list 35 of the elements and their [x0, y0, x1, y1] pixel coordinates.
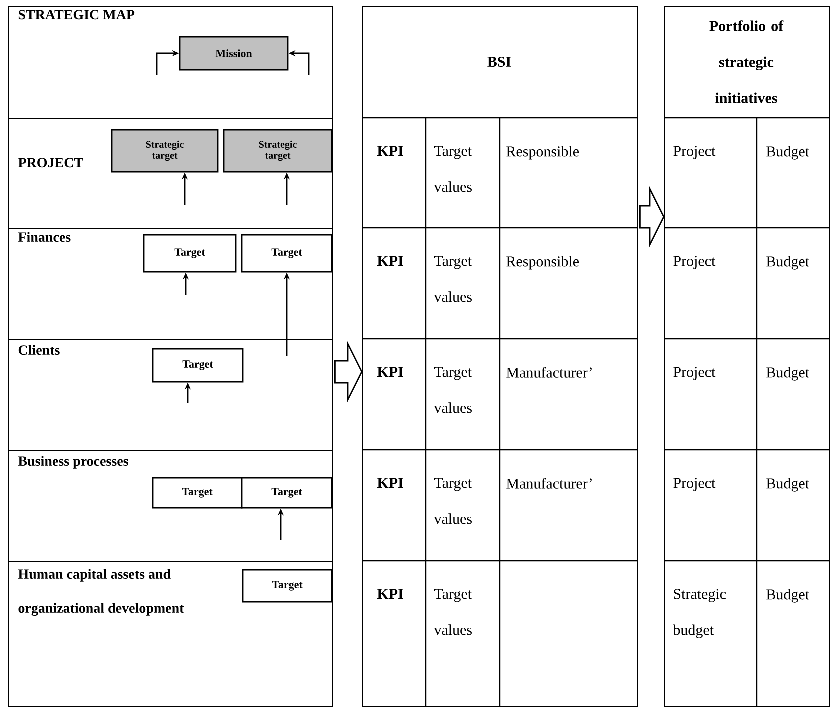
cell-text: Project — [674, 367, 716, 380]
cell-text: Budget — [766, 146, 810, 160]
target-box: Target — [242, 569, 333, 603]
block-arrow — [334, 341, 363, 403]
target-box: Target — [143, 234, 237, 273]
cell-text: KPI — [377, 478, 404, 488]
target-box: Target — [241, 477, 333, 509]
cell-text: Budget — [766, 367, 810, 381]
cell-text: KPI — [377, 367, 404, 378]
cell-text: Target values — [434, 589, 472, 636]
cell-text: Target values — [434, 367, 472, 414]
cell-text: Budget — [766, 478, 810, 492]
cell-text: Responsible — [506, 256, 579, 270]
cell-text: Target values — [434, 256, 472, 302]
cell-text: Budget — [766, 589, 810, 603]
cell-text: Project — [674, 256, 716, 270]
target-box: Target — [152, 477, 243, 509]
cell-text: Project — [674, 478, 716, 492]
target-box: Strategic target — [111, 129, 219, 173]
target-box: Strategic target — [223, 129, 333, 173]
cell-text: Manufacturer’ — [506, 367, 592, 378]
target-box: Mission — [179, 36, 289, 71]
target-box: Target — [152, 348, 244, 383]
cell-text: Project — [674, 146, 716, 160]
cell-text: KPI — [377, 146, 404, 156]
cell-text: Strategic budget — [673, 589, 726, 638]
cell-text: KPI — [377, 589, 404, 600]
cell-text: Target values — [434, 478, 472, 524]
target-box: Target — [241, 234, 333, 273]
cell-text: Manufacturer’ — [506, 478, 592, 489]
cell-text: Target values — [434, 146, 472, 192]
block-arrow — [640, 186, 665, 248]
cell-text: KPI — [377, 256, 404, 266]
cell-text: Budget — [766, 256, 810, 270]
cell-text: Responsible — [506, 146, 579, 160]
